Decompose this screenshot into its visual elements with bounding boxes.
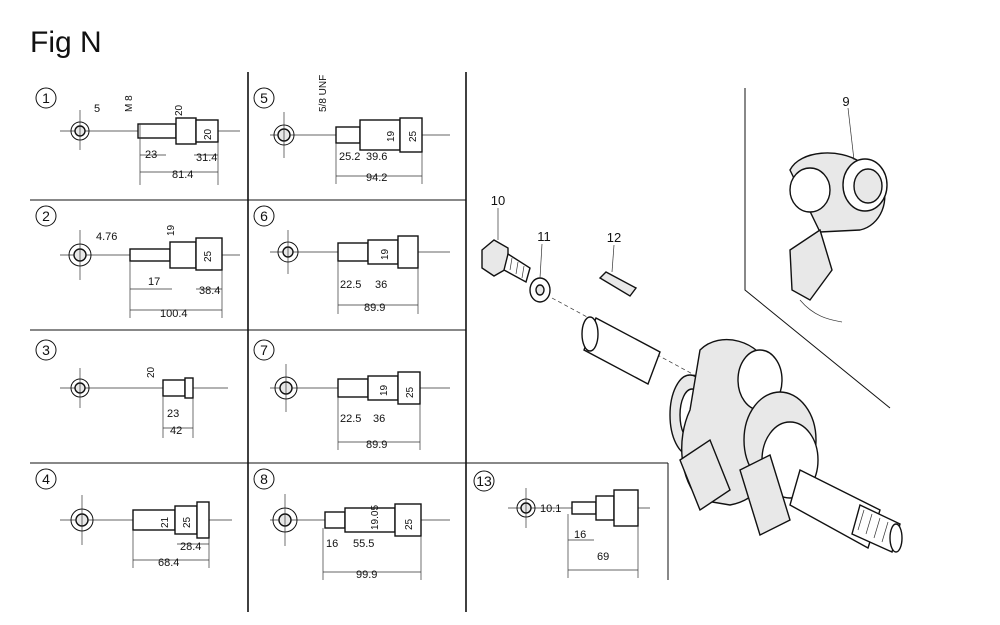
svg-text:4.76: 4.76: [96, 231, 117, 243]
svg-text:55.5: 55.5: [353, 538, 374, 550]
svg-text:25: 25: [182, 516, 193, 528]
svg-text:31.4: 31.4: [196, 152, 217, 164]
leader-9: 9: [842, 94, 849, 109]
svg-text:20: 20: [146, 366, 157, 378]
shaft-end-13: 10.1 16 69: [508, 488, 650, 578]
callout-3: 3: [35, 339, 57, 361]
bolt-10: 10: [481, 193, 531, 284]
svg-text:13: 13: [476, 473, 492, 489]
svg-text:3: 3: [42, 342, 50, 358]
callout-7: 7: [253, 339, 275, 361]
shaft-end-2: 4.76 19 25 17 38.4 100.4: [60, 224, 240, 320]
svg-text:6: 6: [260, 208, 268, 224]
svg-text:39.6: 39.6: [366, 151, 387, 163]
callout-4: 4: [35, 468, 57, 490]
svg-text:17: 17: [148, 276, 160, 288]
svg-text:19: 19: [379, 384, 390, 396]
svg-text:42: 42: [170, 425, 182, 437]
svg-text:25: 25: [203, 250, 214, 262]
leader-11: 11: [537, 229, 551, 244]
shaft-end-6: 19 22.5 36 89.9: [270, 230, 450, 314]
svg-text:16: 16: [574, 529, 586, 541]
svg-text:100.4: 100.4: [160, 308, 188, 320]
svg-text:99.9: 99.9: [356, 569, 377, 581]
svg-text:10.1: 10.1: [540, 503, 561, 515]
svg-text:2: 2: [42, 208, 50, 224]
key-12: 12: [598, 230, 638, 297]
shaft-end-7: 19 25 22.5 36 89.9: [270, 364, 450, 451]
callout-5: 5: [253, 87, 275, 109]
svg-text:19: 19: [380, 248, 391, 260]
svg-text:20: 20: [203, 128, 214, 140]
callout-6: 6: [253, 205, 275, 227]
svg-text:19: 19: [386, 130, 397, 142]
svg-text:36: 36: [375, 279, 387, 291]
svg-text:25: 25: [405, 386, 416, 398]
svg-text:89.9: 89.9: [364, 302, 385, 314]
svg-text:81.4: 81.4: [172, 169, 193, 181]
callout-13: 13: [473, 470, 495, 492]
shaft-end-1: 5 M 8 20 23 20 31.4 81.4: [60, 95, 240, 185]
svg-text:68.4: 68.4: [158, 557, 179, 569]
svg-text:5: 5: [94, 103, 100, 115]
grid-lines: [30, 72, 669, 612]
svg-text:25: 25: [408, 130, 419, 142]
svg-text:22.5: 22.5: [340, 279, 361, 291]
svg-text:23: 23: [167, 408, 179, 420]
svg-text:25.2: 25.2: [339, 151, 360, 163]
callout-8: 8: [253, 468, 275, 490]
figure-title: Fig N: [30, 26, 102, 59]
inset-crank-web: 9: [744, 88, 891, 409]
leader-12: 12: [607, 230, 621, 245]
washer-11: 11: [529, 229, 551, 303]
svg-text:8: 8: [260, 471, 268, 487]
svg-text:20: 20: [174, 104, 185, 116]
svg-text:19.05: 19.05: [370, 505, 381, 530]
svg-text:M 8: M 8: [124, 95, 135, 112]
leader-10: 10: [491, 193, 505, 208]
callout-1: 1: [35, 87, 57, 109]
svg-text:28.4: 28.4: [180, 541, 201, 553]
svg-text:36: 36: [373, 413, 385, 425]
svg-text:16: 16: [326, 538, 338, 550]
crankshaft: [551, 297, 903, 553]
svg-text:5/8 UNF: 5/8 UNF: [318, 75, 329, 112]
svg-text:22.5: 22.5: [340, 413, 361, 425]
svg-text:23: 23: [145, 149, 157, 161]
svg-text:25: 25: [404, 518, 415, 530]
svg-text:1: 1: [42, 90, 50, 106]
svg-text:89.9: 89.9: [366, 439, 387, 451]
shaft-end-3: 20 23 42: [60, 366, 228, 438]
shaft-end-4: 21 25 28.4 68.4: [60, 495, 232, 569]
svg-text:94.2: 94.2: [366, 172, 387, 184]
svg-text:7: 7: [260, 342, 268, 358]
svg-text:19: 19: [166, 224, 177, 236]
svg-text:38.4: 38.4: [199, 285, 220, 297]
shaft-end-5: 5/8 UNF 19 25 25.2 39.6 94.2: [270, 75, 450, 184]
svg-text:21: 21: [160, 516, 171, 528]
callout-2: 2: [35, 205, 57, 227]
svg-text:69: 69: [597, 551, 609, 563]
shaft-end-8: 19.05 25 16 55.5 99.9: [270, 494, 450, 581]
svg-text:5: 5: [260, 90, 268, 106]
svg-text:4: 4: [42, 471, 50, 487]
